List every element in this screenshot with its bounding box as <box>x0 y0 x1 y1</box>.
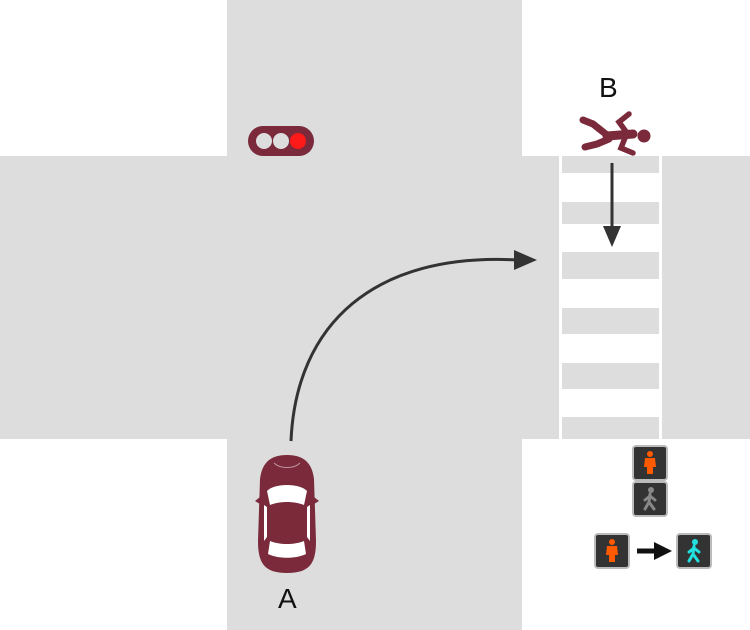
car-label: A <box>278 583 297 614</box>
pedestrian-leg-front <box>579 116 611 139</box>
ped-stop-figure-icon <box>606 539 618 562</box>
crosswalk-stripe <box>562 334 659 363</box>
pedestrian-leg-back <box>581 135 613 151</box>
traffic-light-icon <box>248 126 314 156</box>
pedestrian-arm-front <box>615 111 632 136</box>
crosswalk-edge-left <box>559 156 562 439</box>
pedestrian-head <box>637 129 651 143</box>
traffic-light-lamp-off <box>273 133 289 149</box>
car-icon <box>255 455 319 573</box>
ped-walk-figure-icon <box>687 539 701 563</box>
vehicle-turn-arrow-head <box>514 250 537 270</box>
ped-walk-figure-icon-off <box>643 487 657 511</box>
traffic-light-lamp-red <box>290 133 306 149</box>
pedestrian-signal <box>632 445 668 517</box>
pedestrian-arrow <box>603 163 621 247</box>
car-hood-line <box>273 462 301 468</box>
pedestrian-label: B <box>599 72 618 103</box>
crosswalk-edge-right <box>659 156 662 439</box>
crosswalk-stripe <box>562 389 659 417</box>
ped-stop-figure-icon <box>644 451 656 474</box>
car-side-window-left <box>264 505 267 541</box>
car-side-window-right <box>307 505 310 541</box>
right-arrow-icon <box>637 542 672 560</box>
car-mirror-left <box>255 497 260 504</box>
pedestrian-arrow-head <box>603 226 621 247</box>
traffic-light-lamp-off <box>256 133 272 149</box>
vehicle-turn-arrow-curve <box>289 257 519 442</box>
car-mirror-right <box>314 497 319 504</box>
car-windshield <box>267 485 307 505</box>
crosswalk-stripe <box>562 279 659 308</box>
ped-signal-change <box>594 533 712 569</box>
vehicle-turn-arrow <box>289 250 537 442</box>
car-rear-window <box>268 541 306 558</box>
pedestrian-icon <box>579 111 651 156</box>
car-roof <box>270 506 304 538</box>
pedestrian-arm-back <box>617 135 636 156</box>
